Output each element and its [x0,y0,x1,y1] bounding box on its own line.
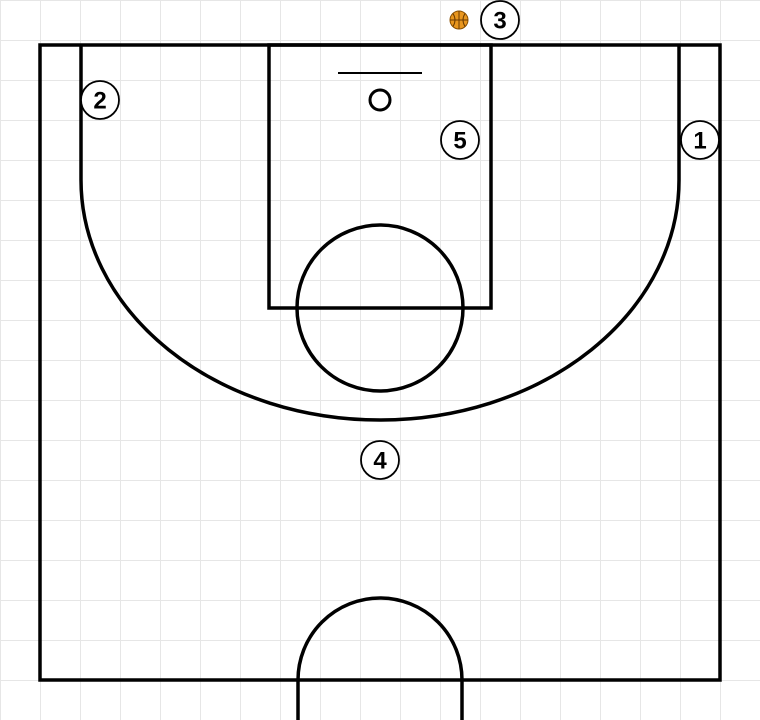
rim [368,88,392,112]
player-5-number: 5 [453,128,466,155]
player-4-circle [360,440,400,480]
player-2-number: 2 [93,88,106,115]
center-circle [296,596,464,720]
player-5-marker: 5 [440,120,480,160]
player-1-number: 1 [693,128,706,155]
basketball-icon [449,10,469,30]
players: 1 2 3 4 5 [80,0,720,480]
player-4-marker: 4 [360,440,400,480]
player-3-circle [480,0,520,40]
player-2-marker: 2 [80,80,120,120]
player-3-number: 3 [493,8,506,35]
court-boundary [38,43,722,682]
paint-lane [267,43,493,310]
player-1-marker: 1 [680,120,720,160]
player-4-number: 4 [373,448,387,475]
three-point-line [79,45,681,422]
player-5-circle [440,120,480,160]
player-2-circle [80,80,120,120]
free-throw-circle [295,223,465,393]
player-3-marker: 3 [480,0,520,40]
player-1-circle [680,120,720,160]
